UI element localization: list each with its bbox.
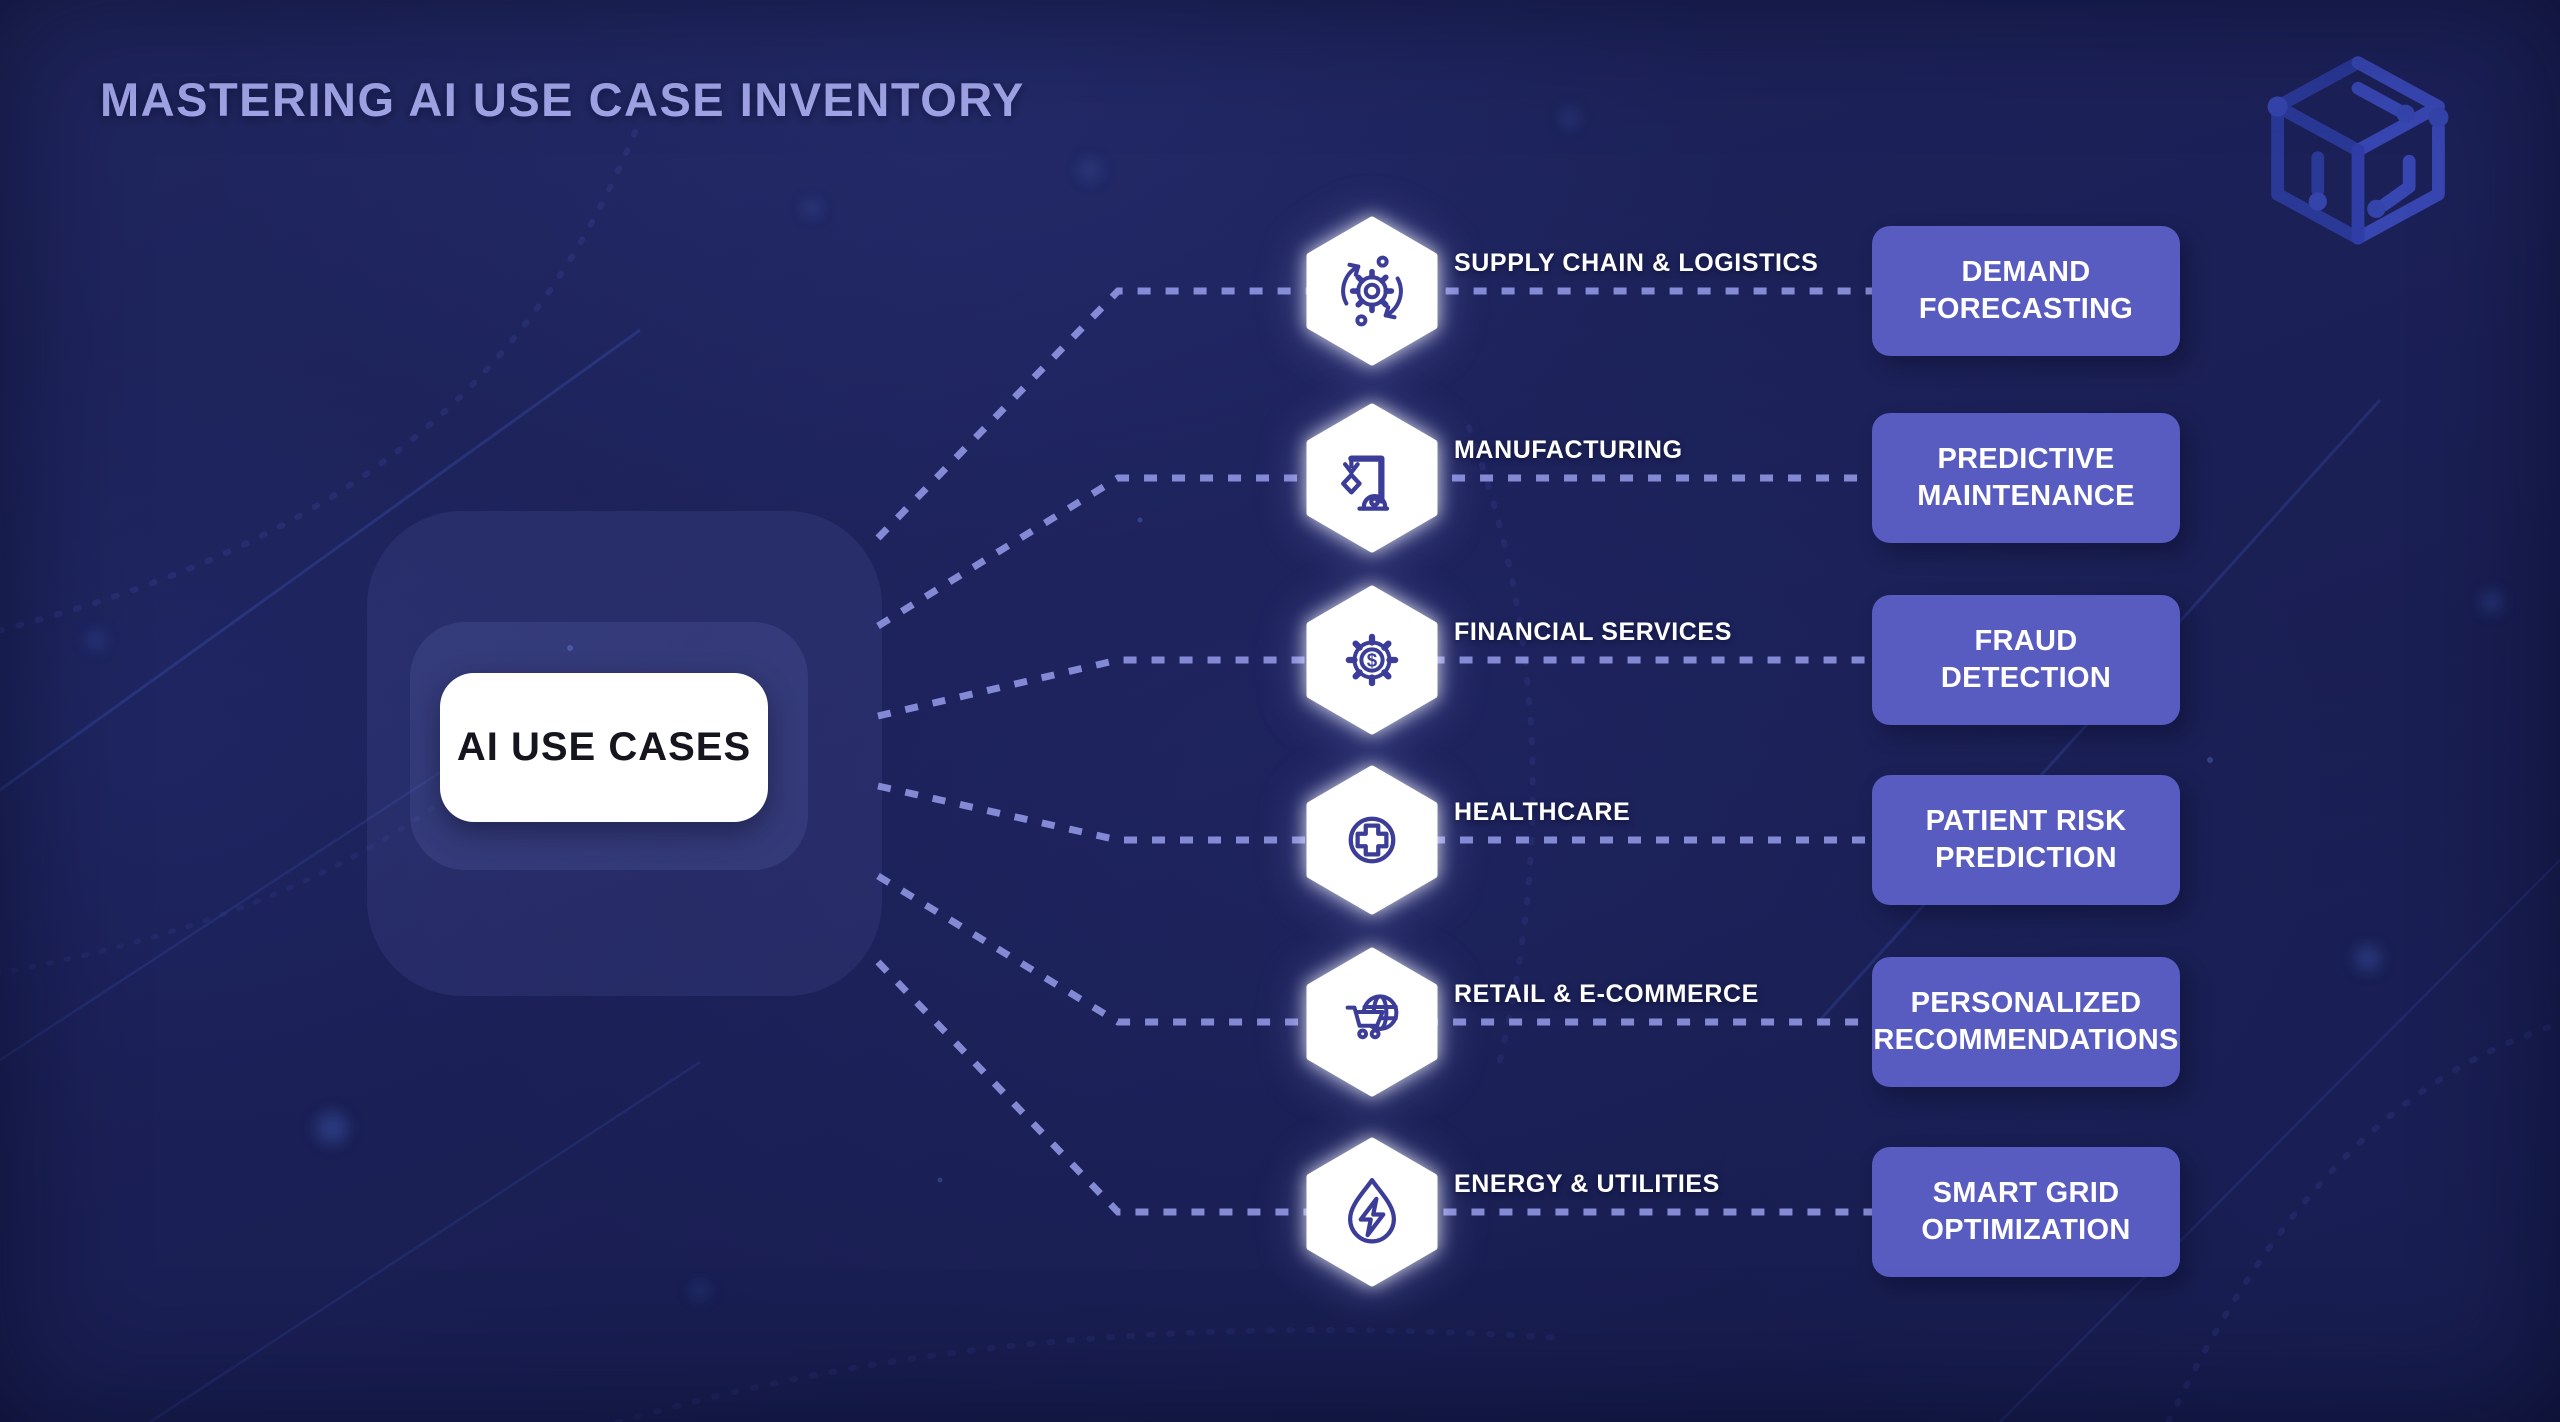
category-label: FINANCIAL SERVICES [1454, 618, 1732, 646]
category-label: HEALTHCARE [1454, 798, 1631, 826]
hexagon-badge: $ [1306, 585, 1438, 735]
use-case-box: DEMAND FORECASTING [1872, 226, 2180, 356]
use-case-line: SMART GRID [1932, 1177, 2120, 1209]
hexagon-badge [1306, 1137, 1438, 1287]
category-label: RETAIL & E-COMMERCE [1454, 980, 1759, 1008]
use-case-line: PREDICTION [1935, 842, 2117, 874]
category-row-manufacturing: MANUFACTURING PREDICTIVE MAINTENANCE [1306, 403, 2180, 553]
gear-dollar-icon: $ [1345, 633, 1399, 687]
use-case-line: DETECTION [1940, 662, 2112, 694]
globe-cart-icon [1345, 994, 1399, 1040]
center-node: AI USE CASES [440, 673, 768, 822]
category-row-financial: $ FINANCIAL SERVICES FRAUD DETECTION [1306, 585, 2180, 735]
use-case-box: FRAUD DETECTION [1872, 595, 2180, 725]
svg-text:$: $ [1367, 650, 1378, 671]
use-case-line: FORECASTING [1918, 293, 2134, 325]
category-label: MANUFACTURING [1454, 436, 1683, 464]
hexagon-badge [1306, 765, 1438, 915]
use-case-box: PERSONALIZED RECOMMENDATIONS [1872, 957, 2180, 1087]
center-node-halo: AI USE CASES [367, 511, 882, 996]
robot-arm-icon [1341, 455, 1390, 511]
use-case-line: OPTIMIZATION [1921, 1214, 2131, 1246]
category-row-energy: ENERGY & UTILITIES SMART GRID OPTIMIZATI… [1306, 1137, 2180, 1287]
use-case-box: SMART GRID OPTIMIZATION [1872, 1147, 2180, 1277]
medical-cross-icon [1348, 816, 1396, 864]
hexagon-badge [1306, 947, 1438, 1097]
use-case-line: DEMAND [1961, 256, 2091, 288]
use-case-line: FRAUD [1974, 625, 2078, 657]
use-case-line: PERSONALIZED [1910, 987, 2142, 1019]
use-case-line: RECOMMENDATIONS [1873, 1024, 2179, 1056]
use-case-line: PATIENT RISK [1925, 805, 2127, 837]
use-case-box: PATIENT RISK PREDICTION [1872, 775, 2180, 905]
gear-sync-icon [1341, 255, 1403, 327]
category-label: SUPPLY CHAIN & LOGISTICS [1454, 249, 1819, 277]
center-node-label: AI USE CASES [456, 725, 752, 769]
category-row-retail: RETAIL & E-COMMERCE PERSONALIZED RECOMME… [1306, 947, 2180, 1097]
drop-bolt-icon [1348, 1178, 1396, 1244]
hexagon-badge [1306, 403, 1438, 553]
category-label: ENERGY & UTILITIES [1454, 1170, 1720, 1198]
hexagon-badge [1306, 216, 1438, 366]
use-case-box: PREDICTIVE MAINTENANCE [1872, 413, 2180, 543]
center-node-frame: AI USE CASES [410, 622, 808, 870]
category-row-supply-chain: SUPPLY CHAIN & LOGISTICS DEMAND FORECAST… [1306, 216, 2180, 366]
use-case-line: PREDICTIVE [1937, 443, 2115, 475]
page-title: MASTERING AI USE CASE INVENTORY [100, 73, 1025, 126]
circuit-cube-icon [2248, 48, 2468, 260]
use-case-line: MAINTENANCE [1917, 480, 2135, 512]
category-row-healthcare: HEALTHCARE PATIENT RISK PREDICTION [1306, 765, 2180, 915]
